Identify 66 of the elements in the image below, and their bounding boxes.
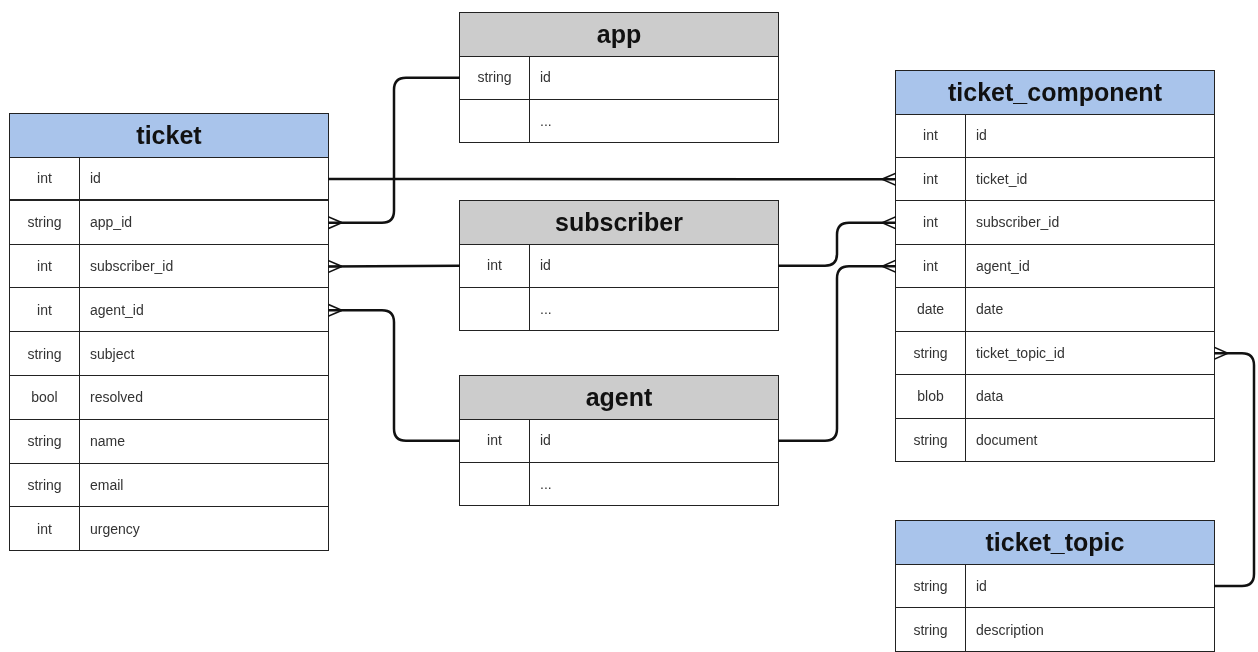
type-cell: string — [10, 419, 80, 463]
type-cell: int — [896, 157, 966, 200]
field-name: subscriber_id — [90, 258, 174, 274]
field-name: description — [976, 622, 1044, 638]
type-cell: date — [896, 288, 966, 331]
field-name: document — [976, 432, 1038, 449]
entity-table — [459, 375, 779, 506]
table-header: ticket_topic — [896, 521, 1214, 565]
field-name: id — [540, 257, 551, 274]
field-name: urgency — [90, 521, 140, 538]
relationship-line — [327, 76, 460, 230]
type-cell: string — [896, 418, 966, 462]
type-cell: string — [896, 564, 966, 607]
type-cell: int — [896, 244, 966, 287]
field-name: id — [540, 432, 551, 449]
type-cell: string — [896, 608, 966, 652]
table-header: ticket — [10, 114, 328, 158]
relationship-line — [327, 303, 460, 442]
field-name: id — [976, 127, 987, 144]
relationship-line — [327, 259, 460, 274]
type-cell: string — [10, 463, 80, 507]
field-name: agent_id — [976, 257, 1030, 274]
field-name: ticket_topic_id — [976, 344, 1065, 361]
field-name: email — [90, 477, 124, 493]
field-name: date — [976, 301, 1004, 318]
field-name: subject — [90, 345, 135, 362]
field-name: id — [90, 169, 101, 186]
relationship-line — [1213, 346, 1256, 588]
table-header: agent — [460, 376, 778, 420]
type-cell: blob — [896, 375, 966, 418]
type-cell: int — [460, 419, 530, 462]
relationship-line — [778, 259, 897, 442]
field-name: id — [540, 69, 551, 86]
type-cell: string — [460, 56, 530, 99]
table-header: ticket_component — [896, 71, 1214, 115]
type-cell: int — [10, 244, 80, 288]
type-cell: int — [896, 201, 966, 244]
entity-table — [459, 12, 779, 143]
field-name: subscriber_id — [976, 214, 1060, 231]
entity-table — [9, 113, 329, 552]
type-cell: bool — [10, 376, 80, 419]
type-cell: int — [460, 244, 530, 287]
table-header: app — [460, 13, 778, 57]
field-name: resolved — [90, 389, 143, 406]
type-cell: string — [10, 200, 80, 244]
entity-table — [895, 70, 1215, 462]
field-name: ... — [540, 476, 552, 493]
type-cell: string — [10, 332, 80, 375]
field-name: ticket_id — [976, 170, 1028, 187]
type-cell: string — [896, 331, 966, 374]
relationship-line — [778, 215, 897, 267]
field-name: ... — [540, 113, 552, 130]
entity-table — [459, 200, 779, 331]
table-header: subscriber — [460, 201, 778, 245]
type-cell: int — [10, 157, 80, 199]
field-name: data — [976, 388, 1004, 405]
type-cell: int — [10, 507, 80, 552]
field-name: id — [976, 577, 987, 594]
field-name: ... — [540, 301, 552, 318]
entity-table — [895, 520, 1215, 652]
type-cell: int — [10, 288, 80, 332]
relationship-line — [328, 172, 897, 187]
field-name: app_id — [90, 214, 133, 231]
type-cell: int — [896, 114, 966, 157]
field-name: agent_id — [90, 301, 144, 318]
field-name: name — [90, 433, 126, 450]
